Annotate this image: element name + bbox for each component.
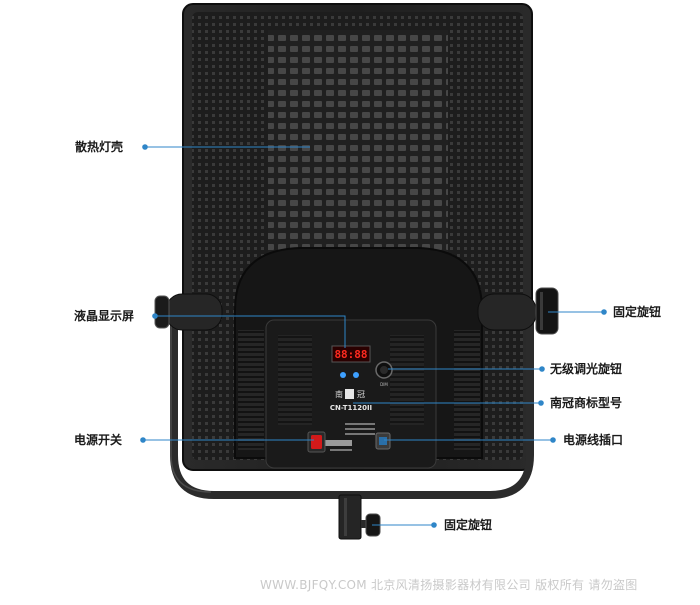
power-cord-socket-inner [379,437,387,445]
label-power-cord-socket: 电源线插口 [563,433,624,447]
label-heatsink-shell: 散热灯壳 [75,140,124,154]
logo-char-right: 冠 [357,390,365,399]
mount-stem [338,494,362,540]
bottom-screw [361,520,367,528]
callout-lines [145,146,603,526]
label-brand-model: 南冠商标型号 [550,396,623,410]
mode-button-1[interactable] [340,372,346,378]
yoke-bracket-highlight [170,305,212,493]
callout-dots [140,144,607,528]
left-fixing-knob[interactable] [154,295,170,329]
label-stepless-dimmer-knob: 无级调光旋钮 [550,362,623,376]
plate-vents-left [278,335,312,425]
center-slot-grid [268,30,448,270]
mode-button-2[interactable] [353,372,359,378]
spec-line-4 [330,449,352,451]
spec-line-3 [345,433,375,435]
dimmer-knob-label: DIM [380,382,388,387]
spec-line-1 [345,423,375,425]
watermark: WWW.BJFQY.COM 北京风清扬摄影器材有限公司 版权所有 请勿盗图 [260,578,638,592]
logo-char-left: 南 [335,389,343,399]
spec-line-2 [345,428,375,430]
left-mount [165,293,223,331]
side-vents-left [238,330,264,450]
lcd-digits: 88:88 [334,348,367,361]
right-mount [477,293,537,331]
label-power-switch: 电源开关 [74,433,123,447]
label-fixing-knob-bottom: 固定旋钮 [444,518,493,532]
plate-vents-right [390,335,424,425]
logo-mark [345,389,354,399]
model-text: CN-T1120II [330,404,372,412]
dimmer-knob-cap [380,366,388,374]
spec-sticker [318,440,352,446]
right-fixing-knob[interactable] [535,287,559,335]
label-fixing-knob-right: 固定旋钮 [613,305,662,319]
label-lcd-display: 液晶显示屏 [74,309,135,323]
mount-stem-shine [344,498,347,536]
lcd-display [331,345,371,363]
side-vents-right [454,330,480,450]
right-fixing-knob-grip [540,292,543,330]
power-switch[interactable] [311,435,322,449]
